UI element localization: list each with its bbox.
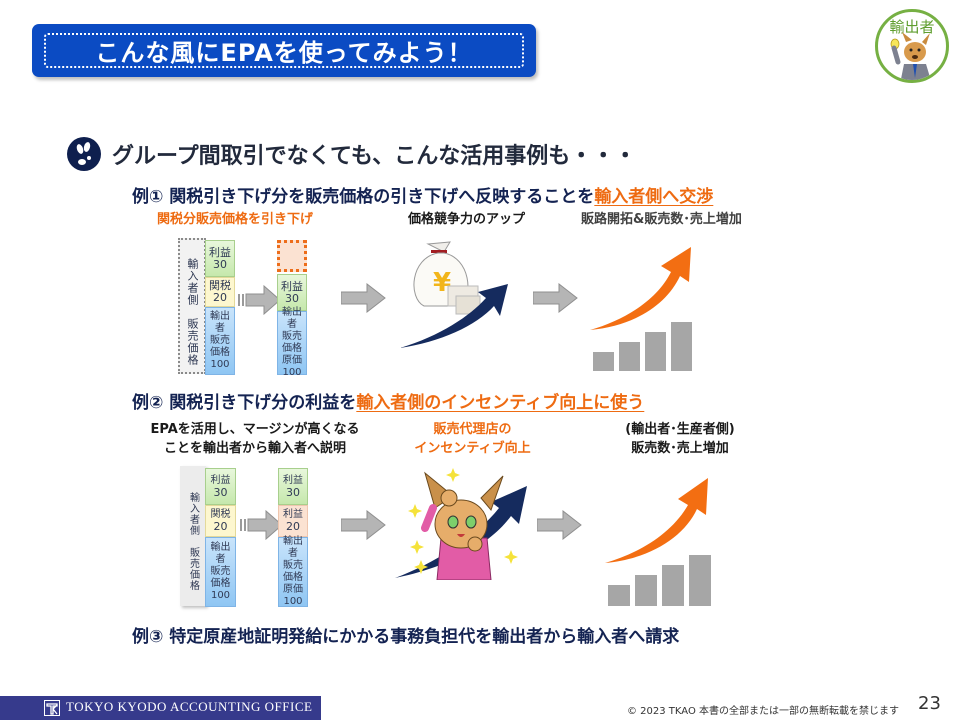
example2-step2-label: 販売代理店のインセンティブ向上 — [414, 422, 531, 456]
badge-label: 輸出者 — [889, 18, 935, 36]
kangaroo-mascot-icon — [890, 32, 931, 80]
exporter-badge: 輸出者 — [875, 9, 949, 83]
page-number: 23 — [918, 693, 941, 714]
sales-growth-icon — [590, 247, 692, 371]
example1-highlight: 輸入者側へ交渉 — [594, 187, 714, 207]
gray-arrow-icon — [240, 510, 283, 540]
company-logo-icon — [44, 700, 60, 716]
title-banner: こんな風にEPAを使ってみよう！ — [32, 24, 536, 77]
title-dotted-frame: こんな風にEPAを使ってみよう！ — [44, 33, 524, 68]
example2-line: 例② 関税引き下げ分の利益を輸入者側のインセンティブ向上に使う — [132, 388, 644, 413]
gray-arrow-icon — [341, 283, 386, 313]
importer-price-bracket: 輸入者側 販売価格 — [178, 238, 206, 374]
example1-step1-label: 関税分販売価格を引き下げ — [157, 212, 314, 227]
importer-price-bracket: 輸入者側 販売価格 — [180, 466, 206, 606]
sales-growth-icon — [605, 478, 711, 606]
copyright-notice: © 2023 TKAO 本書の全部または一部の無断転載を禁じます — [627, 706, 900, 717]
example1-line: 例① 関税引き下げ分を販売価格の引き下げへ反映することを輸入者側へ交渉 — [132, 182, 713, 207]
gray-arrow-icon — [341, 510, 386, 540]
footprint-icon — [67, 137, 101, 171]
example1-step3-label: 販路開拓&販売数･売上増加 — [581, 212, 742, 227]
example3-line: 例③ 特定原産地証明発給にかかる事務負担代を輸出者から輸入者へ請求 — [132, 627, 680, 647]
example1-text: 例① 関税引き下げ分を販売価格の引き下げへ反映することを — [132, 187, 595, 207]
example2-step1-label: EPAを活用し、マージンが高くなることを輸出者から輸入者へ説明 — [150, 422, 360, 456]
gray-arrow-icon — [238, 285, 281, 315]
removed-tariff-segment — [277, 240, 307, 272]
example2-highlight: 輸入者側のインセンティブ向上に使う — [356, 393, 645, 413]
section-heading: グループ間取引でなくても、こんな活用事例も・・・ — [112, 144, 637, 169]
gray-arrow-icon — [533, 283, 578, 313]
importer-price-label: 輸入者側 販売価格 — [187, 492, 199, 591]
example2-step3-label: (輸出者･生産者側)販売数･売上増加 — [625, 422, 735, 456]
gray-arrow-icon — [537, 510, 582, 540]
svg-text:¥: ¥ — [433, 268, 451, 298]
example1-step2-label: 価格競争力のアップ — [408, 212, 526, 227]
sales-agent-mascot-icon — [395, 468, 527, 580]
importer-price-label: 輸入者側 販売価格 — [186, 258, 199, 366]
slide-title: こんな風にEPAを使ってみよう！ — [95, 39, 473, 67]
company-name: TOKYO KYODO ACCOUNTING OFFICE — [66, 699, 313, 714]
example2-text: 例② 関税引き下げ分の利益を — [132, 393, 357, 413]
money-bag-growth-icon: ¥ — [400, 241, 508, 348]
